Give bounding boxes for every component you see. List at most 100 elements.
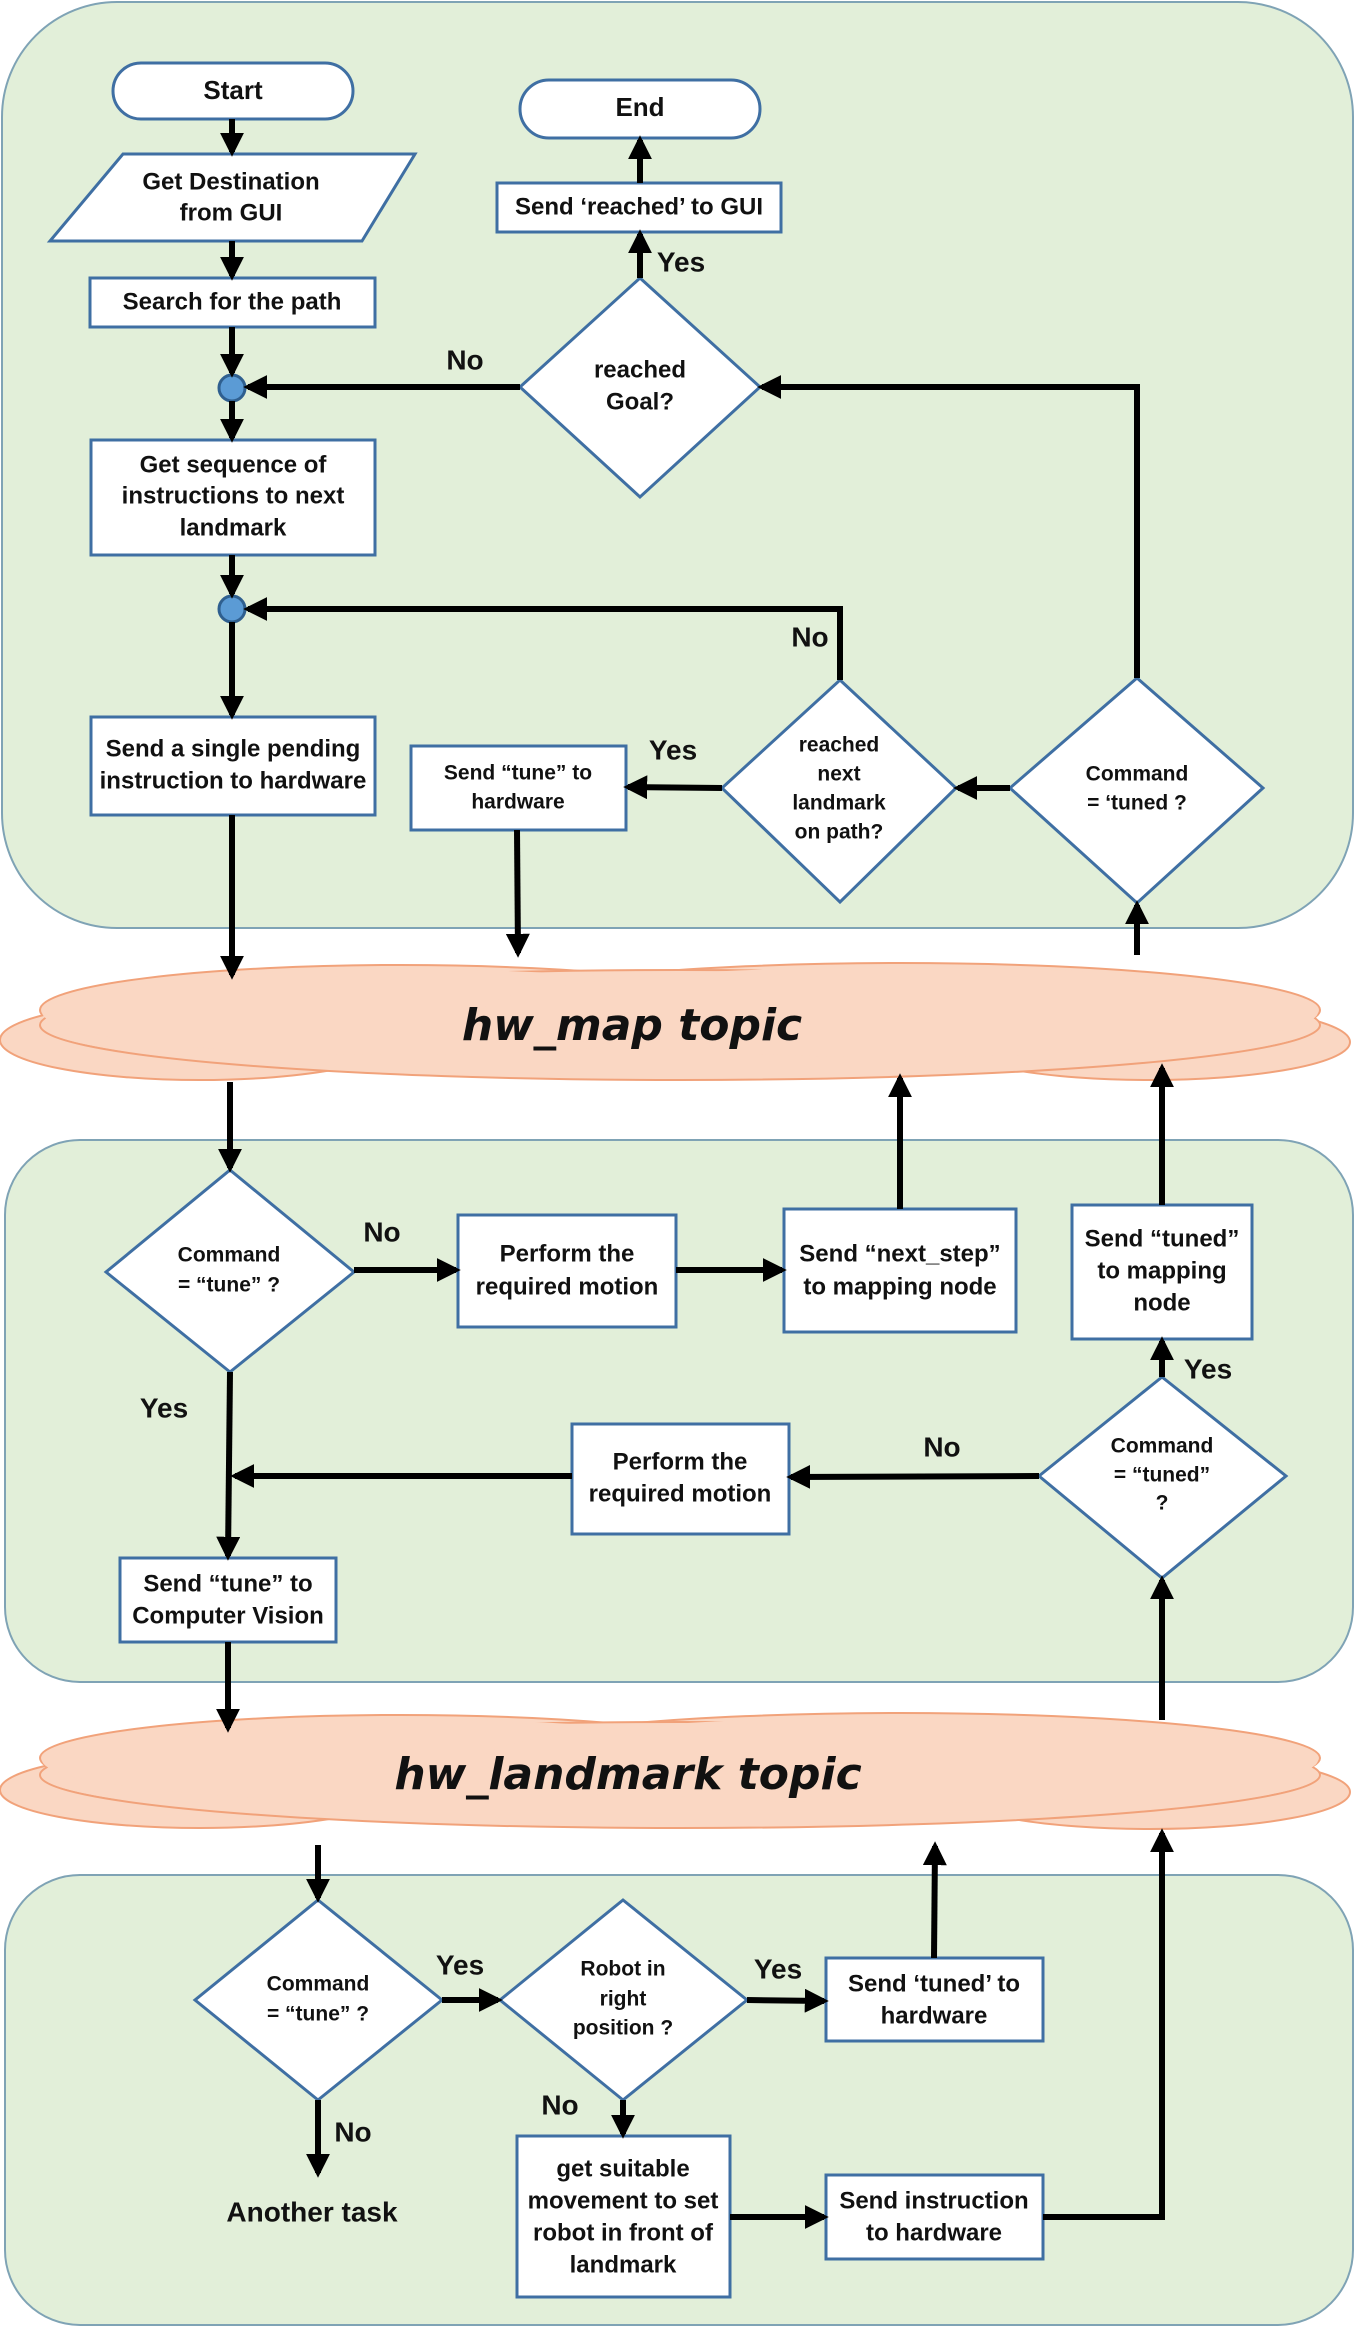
command-tuned-mid-decision: Command = “tuned” ? xyxy=(1036,1375,1289,1580)
send-tune-cv-line-1: Send “tune” to xyxy=(143,1570,312,1597)
reached-goal-decision: reached Goal? xyxy=(517,275,763,500)
get-movement-line-3: robot in front of xyxy=(533,2219,714,2246)
send-instruction-hw-line-2: to hardware xyxy=(866,2219,1002,2246)
hw-map-topic-label: hw_map topic xyxy=(462,1000,802,1051)
send-reached-label: Send ‘reached’ to GUI xyxy=(515,193,763,220)
robot-position-line-3: position ? xyxy=(573,2017,673,2040)
get-movement-line-4: landmark xyxy=(570,2251,677,2278)
label-command-tune-bottom-yes: Yes xyxy=(436,1949,484,1980)
get-movement-line-1: get suitable xyxy=(556,2155,689,2182)
hw-landmark-topic-cloud: hw_landmark topic xyxy=(0,1712,1351,1830)
robot-position-line-2: right xyxy=(600,1988,647,2011)
perform-motion-2-line-2: required motion xyxy=(589,1480,772,1507)
send-tuned-hw-box: Send ‘tuned’ to hardware xyxy=(824,1956,1045,2043)
perform-motion-2-line-1: Perform the xyxy=(613,1448,748,1475)
reached-next-line-3: landmark xyxy=(792,792,886,815)
arrow-robot-position-yes xyxy=(746,1988,829,2013)
command-tuned-top-line-2: = ‘tuned ? xyxy=(1087,792,1187,815)
reached-next-landmark-decision: reached next landmark on path? xyxy=(719,677,959,905)
send-single-line-2: instruction to hardware xyxy=(100,767,367,794)
another-task-label: Another task xyxy=(226,2196,398,2227)
hw-landmark-topic-label: hw_landmark topic xyxy=(394,1749,861,1800)
send-tuned-mapping-line-1: Send “tuned” xyxy=(1085,1225,1240,1252)
send-tuned-mapping-line-3: node xyxy=(1133,1289,1190,1316)
search-path-label: Search for the path xyxy=(123,288,342,315)
get-movement-box: get suitable movement to set robot in fr… xyxy=(515,2134,732,2299)
arrow-reached-next-no xyxy=(243,597,843,680)
arrow-command-tune-mid-yes xyxy=(216,1371,241,1561)
connectors xyxy=(216,119,1174,2229)
send-tune-cv-line-2: Computer Vision xyxy=(132,1602,324,1629)
get-sequence-line-2: instructions to next xyxy=(122,482,345,509)
label-command-tune-bottom-no: No xyxy=(334,2116,371,2147)
start-label: Start xyxy=(203,75,263,105)
label-reached-goal-yes: Yes xyxy=(657,246,705,277)
arrow-send-tuned-hw-to-hw-landmark xyxy=(922,1841,947,1959)
send-tune-hardware-box: Send “tune” to hardware xyxy=(409,744,628,832)
label-reached-next-yes: Yes xyxy=(649,734,697,765)
arrow-command-tuned-top-to-reached-goal xyxy=(757,375,1140,678)
reached-next-line-2: next xyxy=(817,763,860,786)
get-destination-line-2: from GUI xyxy=(180,199,283,226)
start-terminal: Start xyxy=(111,61,355,121)
command-tune-mid-line-2: = “tune” ? xyxy=(178,1274,280,1297)
arrow-send-instruction-to-hw-landmark xyxy=(1043,1828,1174,2220)
label-command-tune-mid-yes: Yes xyxy=(140,1392,188,1423)
send-tune-hw-line-2: hardware xyxy=(471,791,564,814)
search-path-box: Search for the path xyxy=(88,276,377,329)
perform-motion-1-line-2: required motion xyxy=(476,1273,659,1300)
send-tuned-hw-line-2: hardware xyxy=(881,2002,988,2029)
label-reached-goal-no: No xyxy=(446,344,483,375)
command-tune-bottom-decision: Command = “tune” ? xyxy=(192,1898,445,2102)
send-instruction-hw-box: Send instruction to hardware xyxy=(824,2173,1045,2261)
junction-node-2 xyxy=(217,594,247,624)
arrow-command-tuned-mid-no xyxy=(786,1464,1040,1489)
perform-motion-1-line-1: Perform the xyxy=(500,1240,635,1267)
send-tuned-mapping-line-2: to mapping xyxy=(1097,1257,1226,1284)
command-tuned-mid-line-3: ? xyxy=(1156,1492,1169,1515)
reached-next-line-1: reached xyxy=(799,734,880,757)
get-destination-line-1: Get Destination xyxy=(142,168,319,195)
end-terminal: End xyxy=(518,78,762,140)
robot-position-line-1: Robot in xyxy=(580,1958,665,1981)
label-command-tuned-mid-yes: Yes xyxy=(1184,1353,1232,1384)
command-tuned-top-line-1: Command xyxy=(1086,763,1189,786)
send-single-line-1: Send a single pending xyxy=(106,735,361,762)
end-label: End xyxy=(615,92,664,122)
command-tune-bottom-line-2: = “tune” ? xyxy=(267,2003,369,2026)
hw-map-topic-cloud: hw_map topic xyxy=(0,962,1351,1081)
send-next-step-line-1: Send “next_step” xyxy=(799,1240,1000,1267)
arrow-send-tune-hw-to-hw-map xyxy=(505,829,530,958)
label-command-tune-mid-no: No xyxy=(363,1216,400,1247)
perform-motion-1-box: Perform the required motion xyxy=(456,1213,678,1329)
reached-goal-line-1: reached xyxy=(594,356,686,383)
junction-node-1 xyxy=(217,373,247,403)
command-tuned-mid-line-1: Command xyxy=(1111,1435,1214,1458)
get-sequence-line-1: Get sequence of xyxy=(140,451,328,478)
command-tune-mid-line-1: Command xyxy=(178,1244,281,1267)
send-tune-hw-line-1: Send “tune” to xyxy=(444,762,592,785)
send-tune-cv-box: Send “tune” to Computer Vision xyxy=(118,1556,338,1644)
get-movement-line-2: movement to set xyxy=(528,2187,719,2214)
send-tuned-mapping-box: Send “tuned” to mapping node xyxy=(1070,1203,1254,1341)
reached-next-line-4: on path? xyxy=(795,821,884,844)
get-sequence-line-3: landmark xyxy=(180,514,287,541)
perform-motion-2-box: Perform the required motion xyxy=(570,1422,791,1536)
command-tuned-mid-line-2: = “tuned” xyxy=(1114,1464,1210,1487)
send-single-instruction-box: Send a single pending instruction to har… xyxy=(89,715,377,817)
reached-goal-line-2: Goal? xyxy=(606,388,674,415)
send-tuned-hw-line-1: Send ‘tuned’ to xyxy=(848,1970,1020,1997)
edge-labels: Yes No No Yes No Yes Yes No Yes Yes No N… xyxy=(140,246,1232,2147)
command-tune-bottom-line-1: Command xyxy=(267,1973,370,1996)
label-reached-next-no: No xyxy=(791,621,828,652)
label-robot-position-yes: Yes xyxy=(754,1953,802,1984)
command-tune-mid-decision: Command = “tune” ? xyxy=(103,1168,357,1374)
label-command-tuned-mid-no: No xyxy=(923,1431,960,1462)
get-destination-io: Get Destination from GUI xyxy=(46,152,418,243)
arrow-reached-next-yes xyxy=(623,775,723,800)
label-robot-position-no: No xyxy=(541,2089,578,2120)
send-reached-box: Send ‘reached’ to GUI xyxy=(495,181,783,234)
get-sequence-box: Get sequence of instructions to next lan… xyxy=(89,438,377,557)
send-next-step-line-2: to mapping node xyxy=(803,1273,996,1300)
